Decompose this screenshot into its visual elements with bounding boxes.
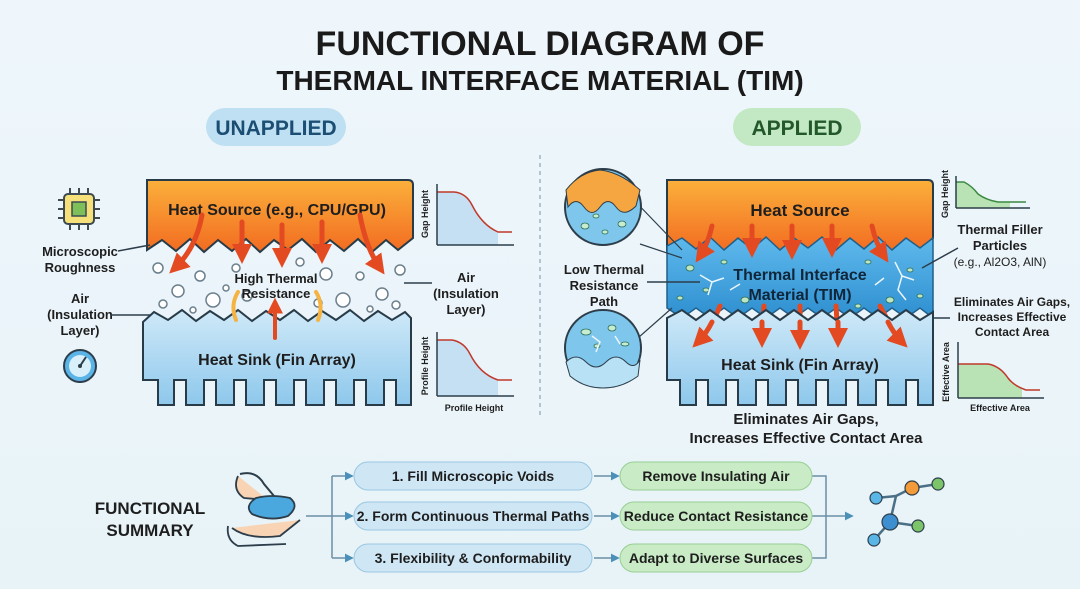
resistance-arrows xyxy=(231,290,323,340)
unapplied-heat-sink-label: Heat Sink (Fin Array) xyxy=(198,352,356,369)
air-left-label-3: Layer) xyxy=(60,323,99,338)
filler-label-1: Thermal Filler xyxy=(957,222,1042,237)
roughness-pointer xyxy=(117,244,151,252)
filler-pointer xyxy=(921,247,959,269)
summary-result-1: Remove Insulating Air xyxy=(619,461,813,491)
magnifier-top xyxy=(564,168,683,259)
eliminates-bottom-label-2: Increases Effective Contact Area xyxy=(690,430,924,447)
title-line-1: FUNCTIONAL DIAGRAM OF xyxy=(316,25,765,63)
eliminates-right-label-2: Increases Effective xyxy=(958,310,1067,324)
applied-chart-bottom-xlabel: Effective Area xyxy=(970,403,1031,413)
summary-result-2: Reduce Contact Resistance xyxy=(619,501,813,531)
summary-step-2: 2. Form Continuous Thermal Paths xyxy=(353,501,593,531)
summary-step-1-label: 1. Fill Microscopic Voids xyxy=(392,468,555,484)
low-resistance-label-2: Resistance xyxy=(570,278,639,293)
air-right-label-3: Layer) xyxy=(446,302,485,317)
summary-step-2-label: 2. Form Continuous Thermal Paths xyxy=(357,508,590,524)
functional-summary: FUNCTIONAL SUMMARY 1. Fill Microscopic V… xyxy=(95,461,945,573)
roughness-label-2: Roughness xyxy=(45,260,116,275)
applied-badge: APPLIED xyxy=(733,108,861,146)
air-bubbles xyxy=(152,257,406,314)
unapplied-chart-top-ylabel: Gap Height xyxy=(420,190,430,238)
summary-result-2-label: Reduce Contact Resistance xyxy=(624,508,809,524)
applied-chart-bottom-ylabel: Effective Area xyxy=(941,341,951,402)
applied-badge-label: APPLIED xyxy=(751,117,842,140)
summary-result-3-label: Adapt to Diverse Surfaces xyxy=(629,550,803,566)
unapplied-badge: UNAPPLIED xyxy=(206,108,346,146)
title-line-2: THERMAL INTERFACE MATERIAL (TIM) xyxy=(276,65,803,96)
tim-label-2: Material (TIM) xyxy=(748,287,851,304)
summary-step-1: 1. Fill Microscopic Voids xyxy=(353,461,593,491)
air-left-label-2: (Insulation xyxy=(47,307,113,322)
unapplied-panel: Heat Source (e.g., CPU/GPU) Heat Sink (F… xyxy=(42,179,514,413)
tim-label-1: Thermal Interface xyxy=(733,267,866,284)
filler-example-label: (e.g., Al2O3, AlN) xyxy=(954,255,1047,269)
air-left-label-1: Air xyxy=(71,291,89,306)
air-right-label-2: (Insulation xyxy=(433,286,499,301)
roughness-label-1: Microscopic xyxy=(42,244,118,259)
summary-step-3-label: 3. Flexibility & Conformability xyxy=(375,550,572,566)
applied-chart-top: Gap Height xyxy=(940,170,1030,218)
summary-connectors xyxy=(306,471,854,563)
summary-result-3: Adapt to Diverse Surfaces xyxy=(619,543,813,573)
applied-panel: Heat Source Thermal Interface Material (… xyxy=(564,168,1070,447)
unapplied-heat-arrows xyxy=(169,212,385,275)
hands-with-pad-icon xyxy=(226,472,301,547)
low-resistance-label-1: Low Thermal xyxy=(564,262,644,277)
unapplied-chart-top: Gap Height xyxy=(420,184,514,246)
low-resistance-label-3: Path xyxy=(590,294,618,309)
unapplied-chart-bottom-ylabel: Profile Height xyxy=(420,337,430,396)
applied-heat-arrows-sink xyxy=(692,319,908,350)
summary-label-2: SUMMARY xyxy=(106,521,194,540)
summary-step-3: 3. Flexibility & Conformability xyxy=(353,543,593,573)
unapplied-badge-label: UNAPPLIED xyxy=(215,117,336,140)
filler-label-2: Particles xyxy=(973,238,1027,253)
high-resistance-label-2: Resistance xyxy=(242,286,311,301)
applied-heat-sink-label: Heat Sink (Fin Array) xyxy=(721,357,879,374)
unapplied-chart-bottom: Profile Height Profile Height xyxy=(420,332,514,413)
eliminates-bottom-label-1: Eliminates Air Gaps, xyxy=(733,411,878,428)
applied-chart-bottom: Effective Area Effective Area xyxy=(941,341,1044,413)
eliminates-right-label-1: Eliminates Air Gaps, xyxy=(954,295,1070,309)
applied-heat-sink-block xyxy=(666,308,934,406)
tim-filler-strands xyxy=(699,261,915,301)
applied-heat-arrows-top xyxy=(695,223,889,263)
unapplied-heat-source-block xyxy=(146,179,414,254)
unapplied-heat-source-label: Heat Source (e.g., CPU/GPU) xyxy=(168,202,386,219)
magnifier-bottom xyxy=(564,307,673,389)
cpu-chip-icon xyxy=(58,188,100,230)
gauge-icon xyxy=(63,349,97,383)
applied-heat-source-label: Heat Source xyxy=(750,201,849,220)
air-right-label-1: Air xyxy=(457,270,475,285)
eliminates-right-label-3: Contact Area xyxy=(975,325,1050,339)
molecule-network-icon xyxy=(867,477,945,547)
unapplied-chart-bottom-xlabel: Profile Height xyxy=(445,403,504,413)
high-resistance-label-1: High Thermal xyxy=(234,271,317,286)
summary-label-1: FUNCTIONAL xyxy=(95,499,205,518)
summary-result-1-label: Remove Insulating Air xyxy=(642,468,790,484)
applied-chart-top-ylabel: Gap Height xyxy=(940,170,950,218)
